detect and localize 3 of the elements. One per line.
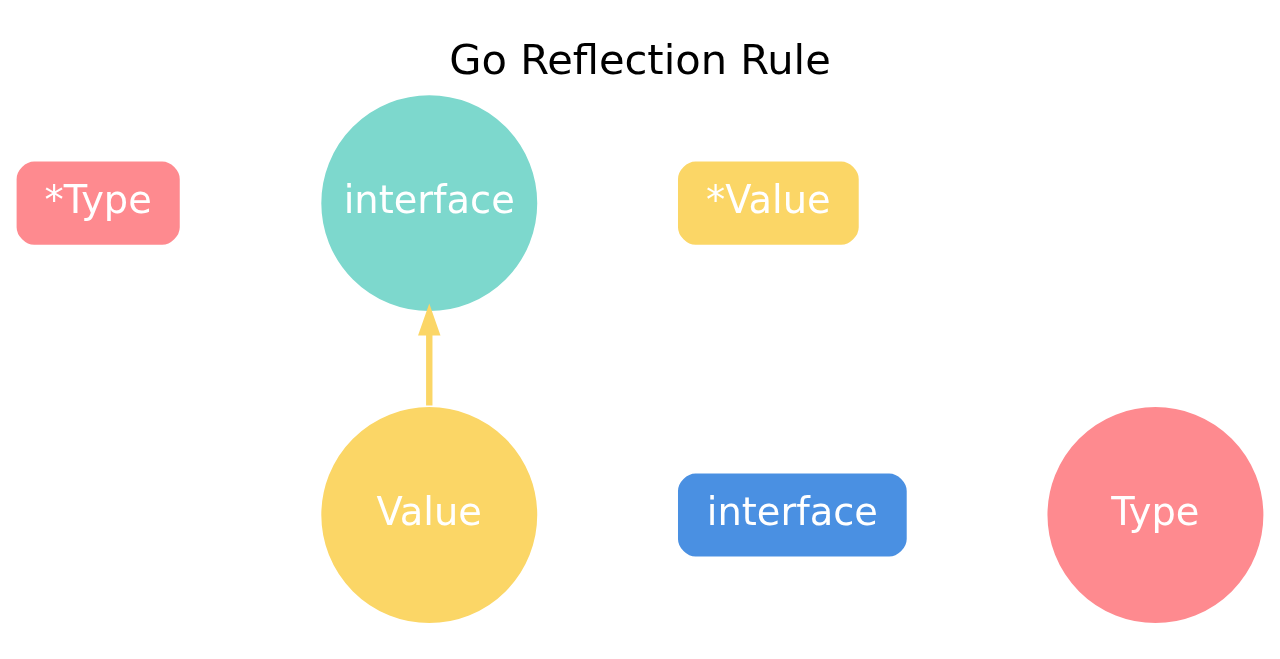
arrow bbox=[418, 303, 441, 406]
diagram-title: Go Reflection Rule bbox=[449, 35, 831, 85]
node-box: *Type bbox=[13, 158, 183, 248]
